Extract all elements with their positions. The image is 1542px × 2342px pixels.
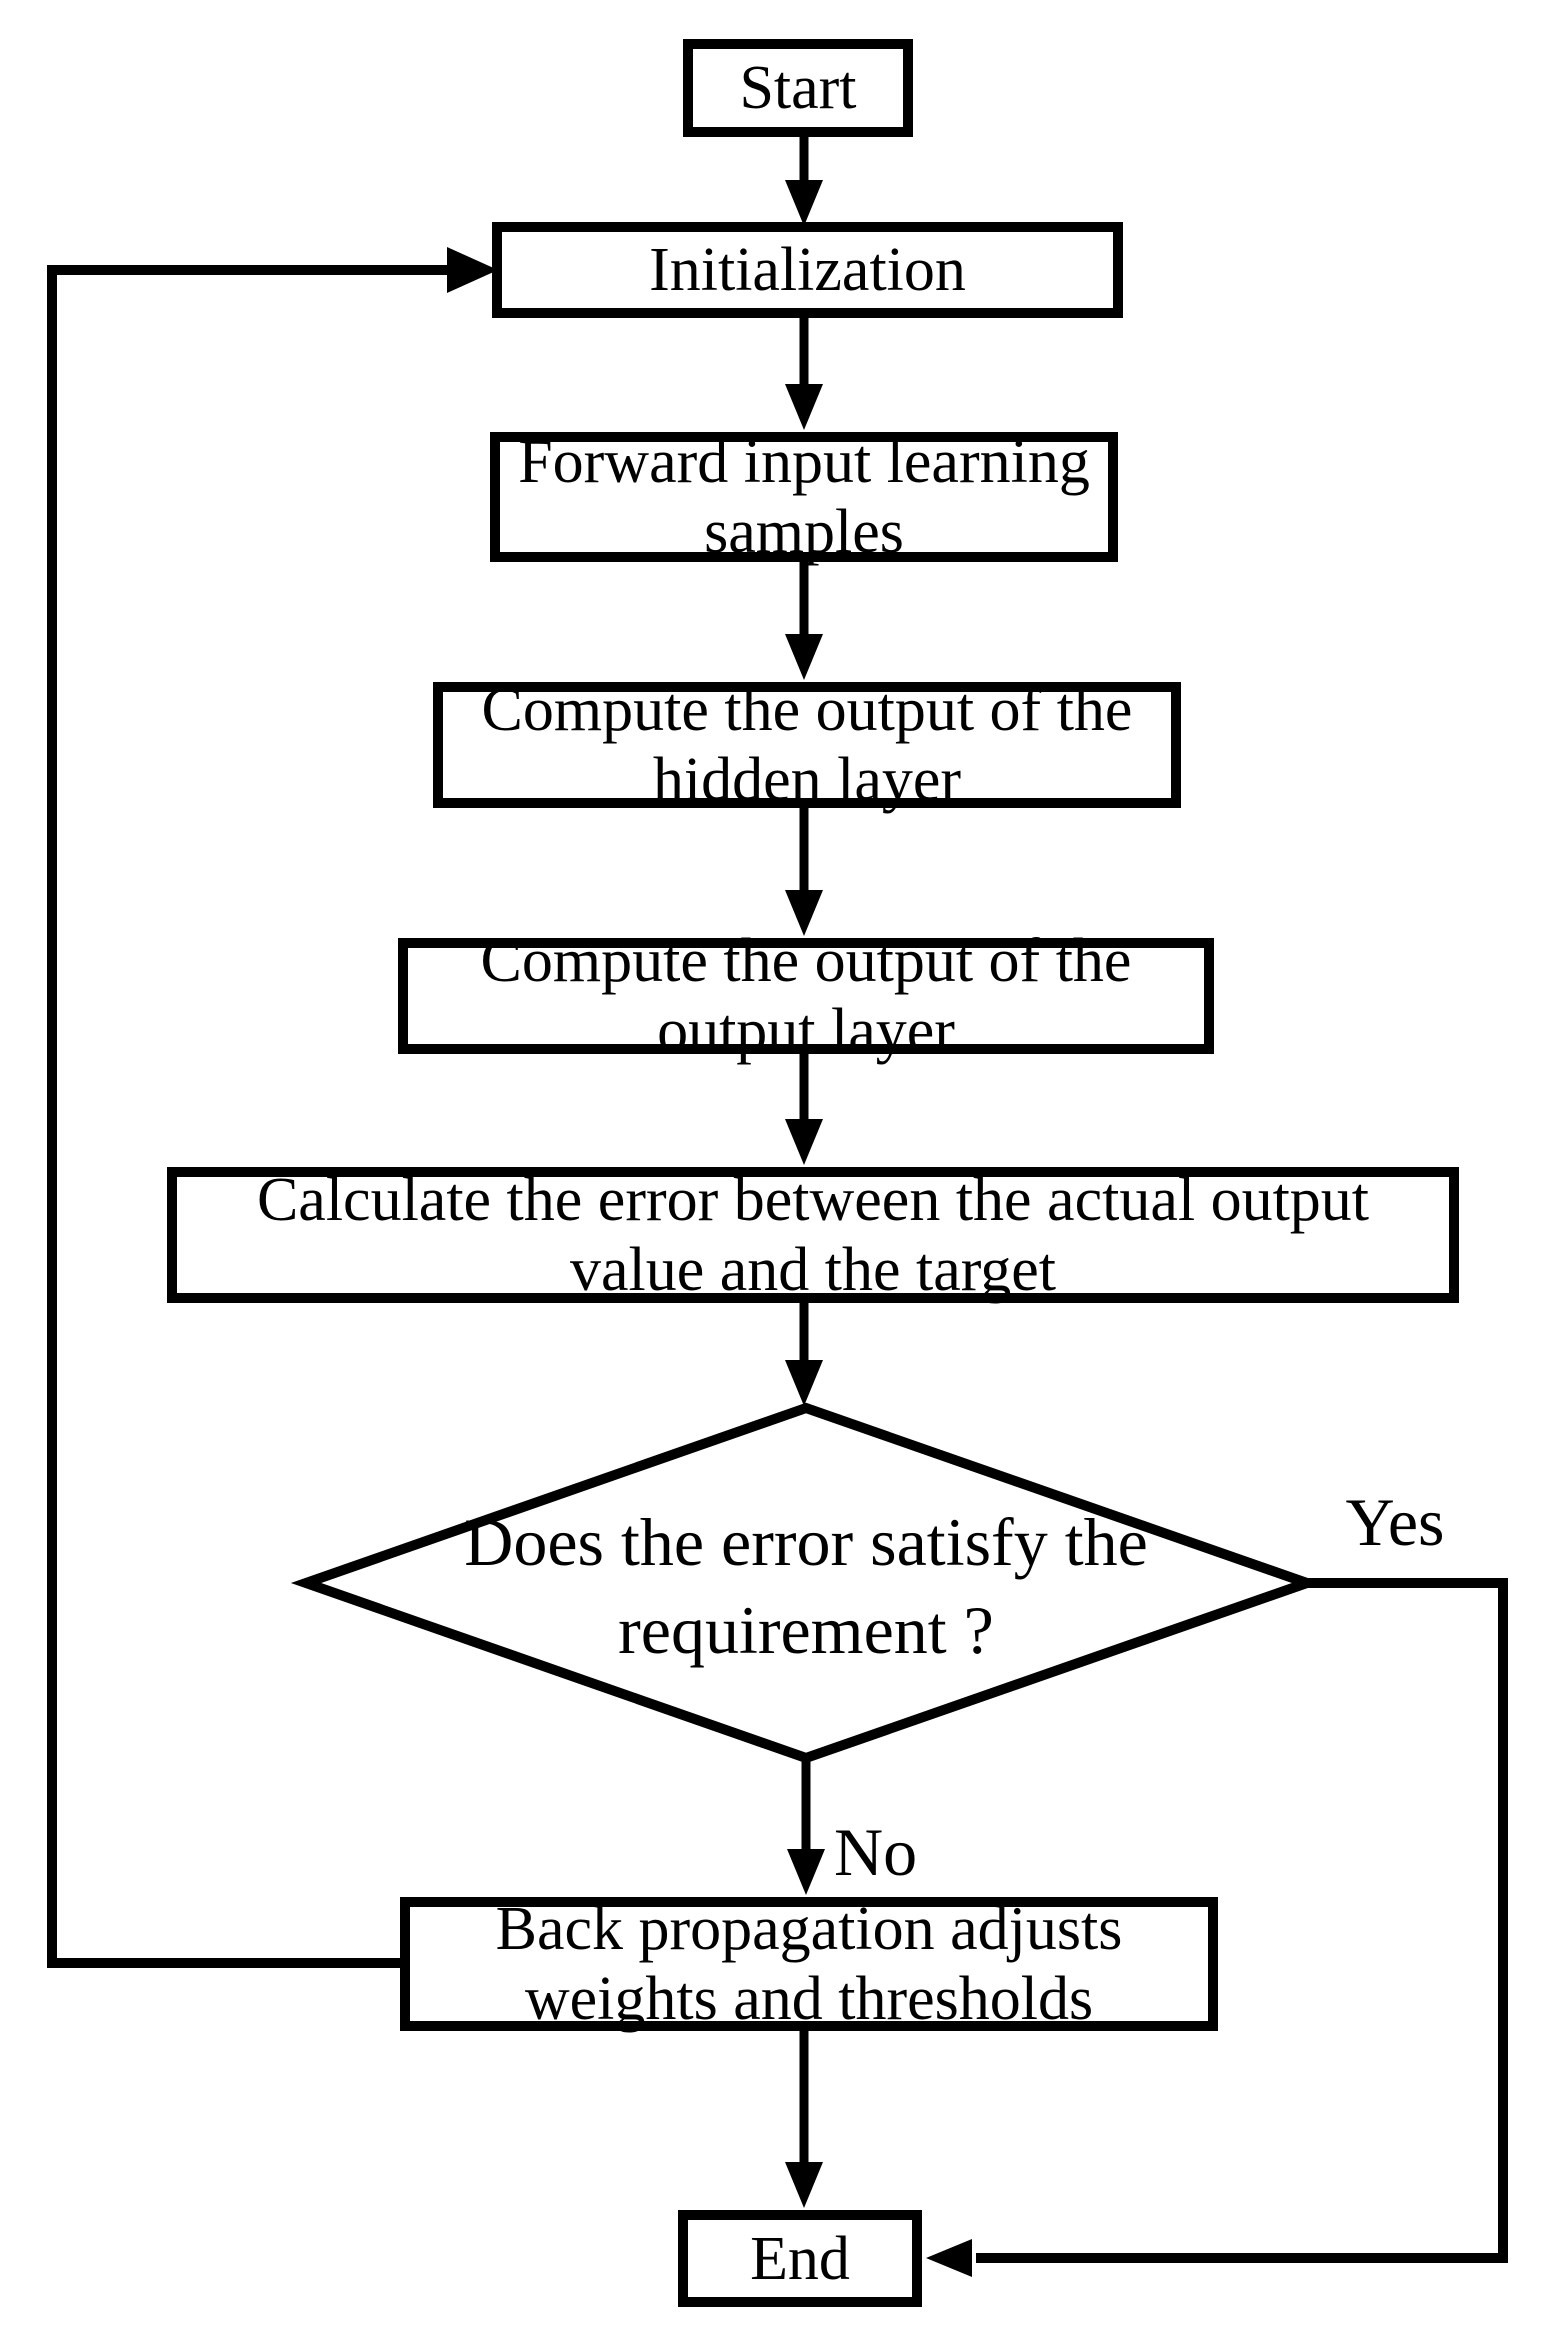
arrowhead-down-icon [787,1849,825,1895]
arrowhead-left-icon [926,2239,972,2277]
node-start: Start [683,39,913,137]
node-initialization-label: Initialization [649,236,966,304]
node-end: End [678,2210,922,2307]
arrowhead-down-icon [785,634,823,680]
node-back-propagation: Back propagation adjusts weights and thr… [400,1895,1218,2033]
edge-backprop-to-end [785,2026,823,2208]
edge-label-yes: Yes [1345,1484,1445,1560]
node-end-label: End [750,2224,850,2293]
arrowhead-down-icon [785,890,823,936]
edge-backprop-loop-to-initialization [47,247,498,1968]
arrowhead-down-icon [785,180,823,226]
node-calculate-error: Calculate the error between the actual o… [167,1166,1459,1304]
edge-label-no: No [834,1814,918,1890]
arrowhead-down-icon [785,2162,823,2208]
arrowhead-down-icon [785,1119,823,1165]
node-forward-input-samples: Forward input learning samples [490,428,1118,566]
node-compute-output-layer: Compute the output of the output layer [398,927,1214,1065]
edge-hidden-to-output [785,802,823,936]
node-decision-label: Does the error satisfy the requirement ? [464,1504,1148,1668]
edge-initialization-to-forward [785,314,823,430]
node-initialization: Initialization [492,222,1123,318]
edge-forward-to-hidden [785,558,823,680]
edge-start-to-initialization [785,135,823,226]
node-compute-hidden-layer: Compute the output of the hidden layer [433,676,1181,814]
arrowhead-down-icon [785,384,823,430]
edge-decision-yes-to-end [926,1578,1508,2277]
node-start-label: Start [739,54,857,122]
arrowhead-down-icon [785,1360,823,1406]
edge-calc-error-to-decision [785,1299,823,1406]
edge-output-to-calc-error [785,1048,823,1165]
arrowhead-right-icon [447,247,498,293]
edge-decision-no-to-backprop [787,1754,825,1895]
